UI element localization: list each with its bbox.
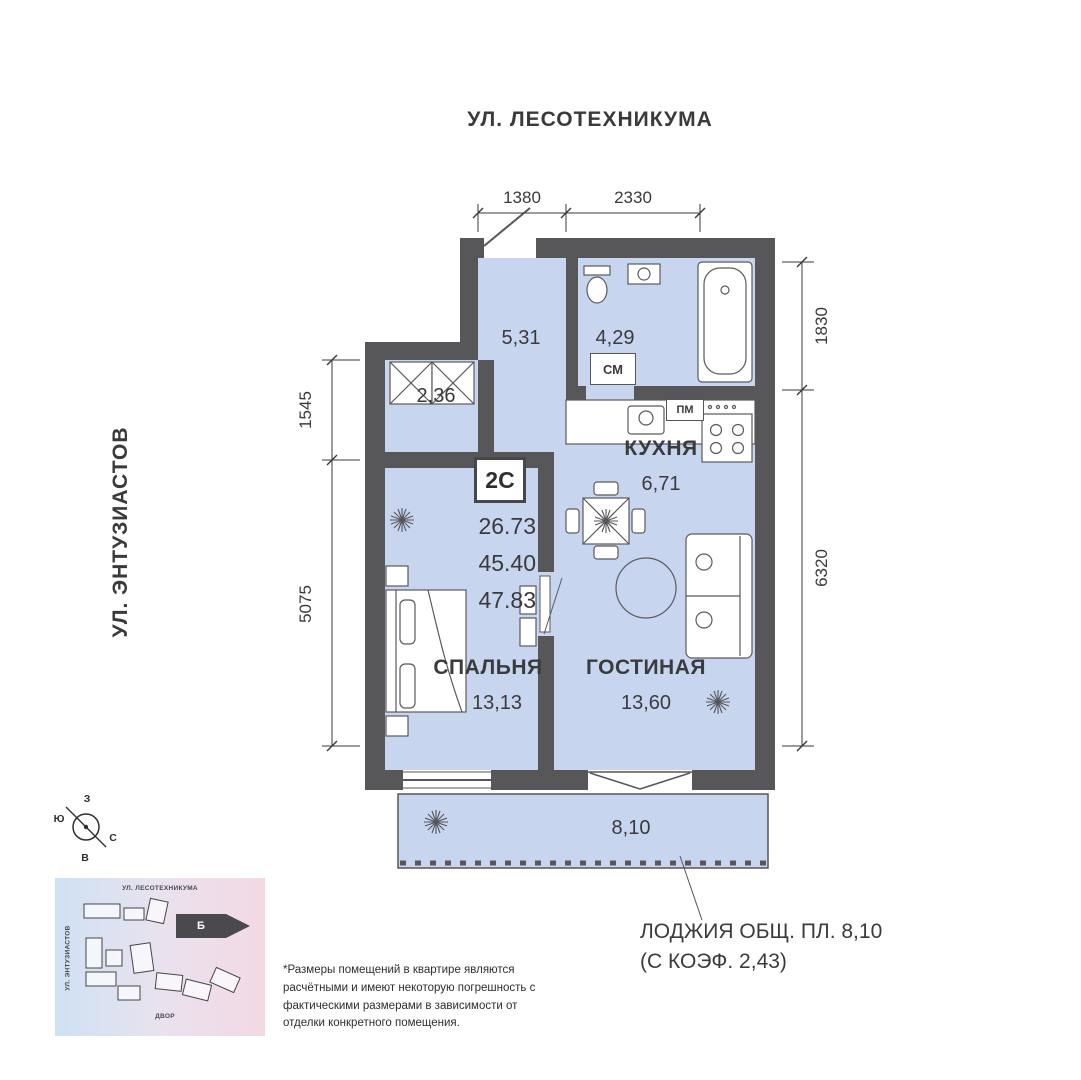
- bedroom-area: 13,13: [471, 692, 523, 714]
- loggia-area: 8,10: [611, 817, 651, 839]
- dimension-lines: [322, 204, 814, 752]
- street-label-left: УЛ. ЭНТУЗИАСТОВ: [109, 426, 132, 638]
- dresser-icon: [519, 617, 537, 647]
- dimension-5075: 5075: [296, 585, 315, 623]
- apartment-areas: 26.73 45.40 47.83: [452, 508, 536, 619]
- washing-machine-tag: СМ: [590, 353, 636, 385]
- sofa-icon: [685, 533, 753, 659]
- entry-door-icon: [483, 207, 531, 247]
- dimension-6320: 6320: [812, 549, 831, 587]
- compass-north: С: [109, 832, 117, 844]
- dimension-2330: 2330: [614, 188, 652, 207]
- apartment-type-badge: 2С: [474, 457, 526, 503]
- bedroom-name: СПАЛЬНЯ: [433, 656, 543, 679]
- minimap-yard-label: ДВОР: [155, 1013, 175, 1020]
- toilet-icon: [583, 265, 611, 304]
- bedroom-door-icon: [539, 575, 563, 635]
- minimap-building-label: Б: [197, 920, 205, 932]
- compass-south: Ю: [53, 813, 65, 825]
- minimap-street-left: УЛ. ЭНТУЗИАСТОВ: [64, 925, 72, 991]
- bathroom-area: 4,29: [595, 327, 635, 349]
- bed-icon: [385, 589, 467, 713]
- bedroom-window: [403, 770, 491, 790]
- compass-west: З: [83, 793, 91, 805]
- hall-area: 5,31: [501, 327, 541, 349]
- minimap-highlighted-building: [176, 914, 250, 938]
- compass-east: В: [81, 852, 89, 864]
- dimension-1380: 1380: [503, 188, 541, 207]
- balcony-door-icon: [588, 770, 692, 790]
- minimap: [55, 878, 265, 1036]
- stove-icon: [701, 404, 753, 463]
- living-area: 13,60: [620, 692, 672, 714]
- sink-icon: [627, 263, 661, 285]
- kitchen-name: КУХНЯ: [624, 437, 698, 460]
- nightstand-icon: [385, 715, 409, 737]
- dresser-icon: [519, 585, 537, 615]
- loggia-note-line1: ЛОДЖИЯ ОБЩ. ПЛ. 8,10: [640, 920, 883, 943]
- area-main: 45.40: [478, 550, 536, 576]
- loggia-outline: [397, 793, 769, 921]
- bathtub-icon: [697, 261, 753, 383]
- street-label-top: УЛ. ЛЕСОТЕХНИКУМА: [467, 108, 713, 131]
- closet-icon: [389, 361, 475, 405]
- living-name: ГОСТИНАЯ: [586, 656, 706, 679]
- wardrobe-area: 2,36: [416, 385, 456, 407]
- minimap-street-top: УЛ. ЛЕСОТЕХНИКУМА: [122, 885, 198, 892]
- loggia-note-line2: (С КОЭФ. 2,43): [640, 950, 787, 973]
- compass-icon: [65, 806, 107, 848]
- dimension-1545: 1545: [296, 391, 315, 429]
- dishwasher-tag: ПМ: [666, 399, 704, 421]
- walls: [365, 238, 775, 790]
- kitchen-area: 6,71: [641, 473, 681, 495]
- area-total: 47.83: [478, 587, 536, 613]
- disclaimer-text: *Размеры помещений в квартире являются р…: [283, 964, 536, 1030]
- nightstand-icon: [385, 565, 409, 587]
- loggia-callout-line: [679, 855, 703, 921]
- area-living: 26.73: [478, 513, 536, 539]
- rug-icon: [615, 557, 677, 619]
- dimension-1830: 1830: [812, 307, 831, 345]
